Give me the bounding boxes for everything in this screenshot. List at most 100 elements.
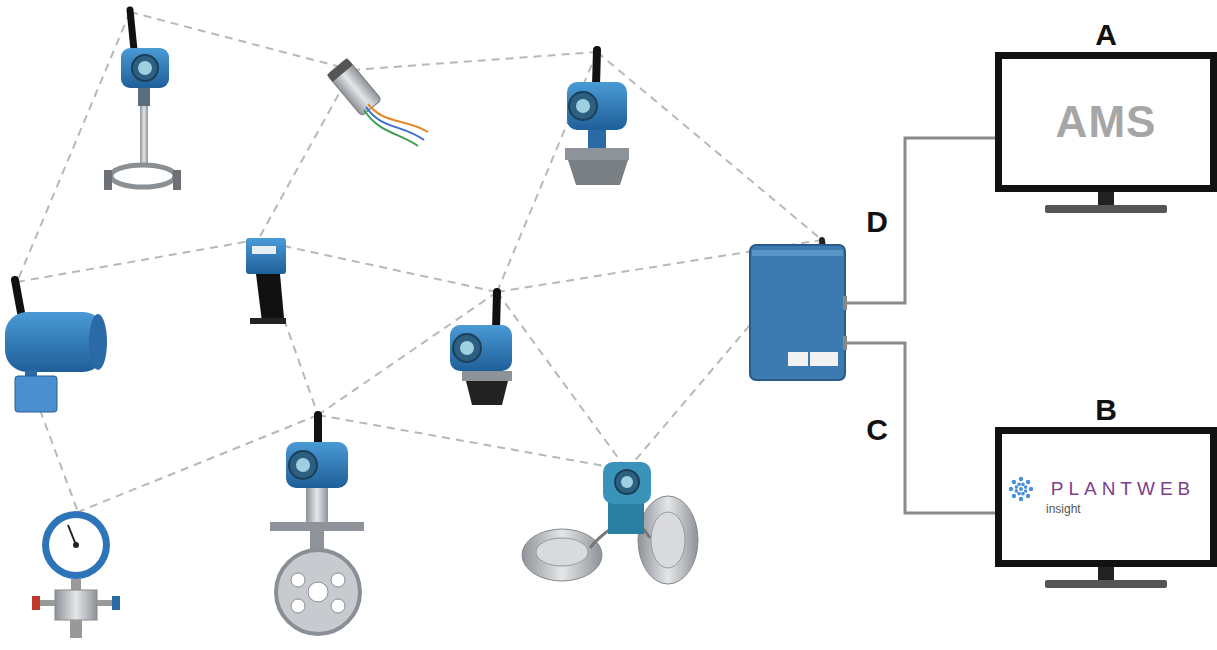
logo-dot <box>1012 494 1016 498</box>
clamp-transmitter-part <box>111 165 175 187</box>
logo-dot <box>1021 492 1025 496</box>
monitor-stand-part <box>1045 580 1167 588</box>
flow-transmitter <box>270 415 364 634</box>
logo-dot <box>1026 480 1030 484</box>
gateway-wires-part <box>845 138 995 303</box>
remote-seal-transmitter-part <box>522 529 602 581</box>
pressure-gauge <box>32 511 120 638</box>
center-transmitter-part <box>450 325 512 371</box>
temperature-sensor-part-part <box>327 58 382 116</box>
acoustic-transmitter <box>5 280 107 412</box>
center-transmitter-part <box>460 341 474 355</box>
flow-transmitter-part <box>291 599 305 613</box>
wireless-gateway-part <box>843 296 847 310</box>
logo-dot <box>1024 485 1028 489</box>
acoustic-transmitter-part <box>89 314 107 370</box>
clamp-transmitter-part <box>132 55 158 81</box>
center-transmitter-part <box>496 292 497 330</box>
vibration-transmitter-part <box>250 318 286 324</box>
flow-transmitter-part <box>314 415 322 446</box>
remote-seal-transmitter-part <box>621 476 633 488</box>
flow-transmitter-part <box>270 522 364 531</box>
temperature-sensor <box>327 58 428 146</box>
remote-seal-transmitter-part <box>536 538 588 566</box>
mesh-links <box>17 12 822 512</box>
logo-dot <box>1015 485 1019 489</box>
vibration-transmitter-part <box>252 246 276 254</box>
monitor-stand-part <box>1098 190 1114 206</box>
logo-dot <box>1029 487 1033 491</box>
pressure-gauge-part <box>112 596 120 610</box>
gateway-wires-part <box>845 343 995 513</box>
pressure-transmitter <box>565 50 629 185</box>
acoustic-transmitter-part <box>15 280 22 318</box>
logo-dot <box>1026 494 1030 498</box>
center-transmitter-part <box>462 371 512 381</box>
logo-dot <box>1017 483 1021 487</box>
connection-letter: D <box>866 205 888 239</box>
wireless-gateway-part <box>752 250 843 256</box>
pressure-transmitter-part <box>588 130 606 148</box>
vibration-transmitter-part <box>246 238 286 274</box>
logo-text: AMS <box>1056 97 1157 147</box>
pressure-transmitter-part <box>569 92 597 120</box>
mesh-links-part <box>497 292 627 470</box>
clamp-transmitter-part <box>140 106 148 164</box>
pressure-gauge-part <box>68 525 76 545</box>
mesh-links-part <box>258 70 352 240</box>
remote-seal-transmitter-part <box>603 462 651 504</box>
logo-dot <box>1009 487 1013 491</box>
temperature-sensor-part <box>327 58 382 116</box>
pressure-gauge-part <box>55 590 97 620</box>
clamp-transmitter-part <box>130 10 134 50</box>
flow-transmitter-part <box>331 599 345 613</box>
flow-transmitter-part <box>286 442 348 488</box>
pressure-gauge-part <box>42 511 110 579</box>
pressure-transmitter-part <box>596 50 597 86</box>
center-transmitter-part <box>453 334 481 362</box>
mesh-links-part <box>256 240 497 292</box>
wireless-gateway-part <box>810 352 838 366</box>
flow-transmitter-part <box>276 550 360 634</box>
wireless-gateway <box>750 240 847 380</box>
logo-dot <box>1017 492 1021 496</box>
logo-icon <box>1008 476 1034 502</box>
clamp-transmitter-part <box>138 61 152 75</box>
logo-dot <box>1019 487 1023 491</box>
remote-seal-transmitter-part <box>615 470 639 494</box>
temperature-sensor-part-part <box>327 58 353 82</box>
pressure-gauge-part <box>71 579 81 591</box>
remote-seal-transmitter-part <box>651 512 685 568</box>
logo-dot <box>1012 480 1016 484</box>
center-transmitter-part <box>466 381 508 405</box>
wireless-gateway-part <box>788 352 808 366</box>
clamp-transmitter-part <box>104 170 112 190</box>
pressure-gauge-part <box>70 620 82 638</box>
pressure-transmitter-part <box>568 160 628 185</box>
remote-seal-transmitter-part <box>638 496 698 584</box>
center-transmitter <box>450 292 512 405</box>
wireless-gateway-part <box>750 245 845 380</box>
pressure-gauge-part <box>97 600 112 606</box>
logo-dot <box>1019 497 1023 501</box>
pressure-gauge-part <box>40 600 55 606</box>
monitor-stand-part <box>1045 205 1167 213</box>
mesh-links-part <box>597 52 822 240</box>
mesh-links-part <box>17 240 256 282</box>
pressure-transmitter-part <box>576 99 590 113</box>
remote-seal-transmitter-part <box>608 500 644 534</box>
logo-dot <box>1021 483 1025 487</box>
mesh-links-part <box>352 52 597 70</box>
flow-transmitter-part <box>291 573 305 587</box>
logo-subtext: insight <box>1046 502 1081 516</box>
pressure-transmitter-part <box>567 82 627 130</box>
acoustic-transmitter-part <box>15 376 57 412</box>
flow-transmitter-part <box>289 451 317 479</box>
monitor-stand-part <box>1098 565 1114 581</box>
clamp-transmitter-part <box>121 48 169 88</box>
remote-seal-transmitter <box>522 462 698 584</box>
logo-text: PLANTWEB <box>1051 478 1196 500</box>
pressure-gauge-part <box>73 542 79 548</box>
